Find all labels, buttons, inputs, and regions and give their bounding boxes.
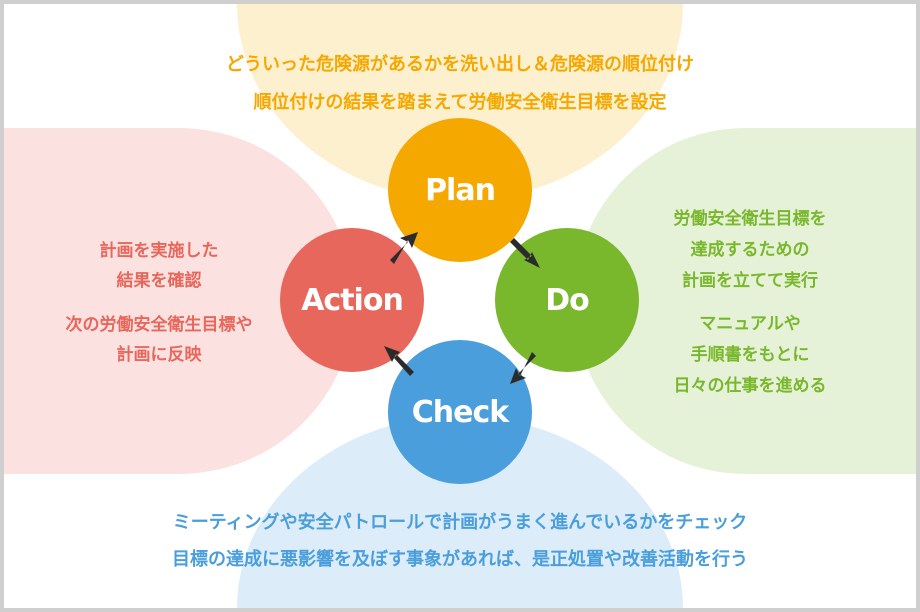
action-line: 次の労働安全衛生目標や	[65, 315, 253, 335]
arrow-plan-to-do-icon	[510, 238, 540, 268]
check-circle: Check	[388, 340, 532, 484]
arrow-check-to-action-icon	[384, 346, 414, 376]
action-description: 計画を実施した 結果を確認 次の労働安全衛生目標や 計画に反映	[44, 236, 274, 370]
do-line: 計画を立てて実行	[682, 271, 818, 291]
do-circle: Do	[495, 228, 639, 372]
plan-description: どういった危険源があるかを洗い出し＆危険源の順位付け 順位付けの結果を踏まえて労…	[4, 46, 916, 122]
plan-line: どういった危険源があるかを洗い出し＆危険源の順位付け	[226, 54, 694, 75]
do-line: 手順書をもとに	[690, 345, 810, 365]
check-line: ミーティングや安全パトロールで計画がうまく進んでいるかをチェック	[172, 512, 748, 533]
do-line: 労働安全衛生目標を	[673, 209, 827, 229]
action-line: 計画を実施した	[99, 241, 219, 261]
do-description: 労働安全衛生目標を 達成するための 計画を立てて実行 マニュアルや 手順書をもと…	[640, 204, 860, 402]
plan-label: Plan	[425, 172, 496, 208]
do-line: 日々の仕事を進める	[673, 376, 827, 396]
do-line: マニュアルや	[699, 314, 801, 334]
plan-line: 順位付けの結果を踏まえて労働安全衛生目標を設定	[253, 92, 667, 113]
check-label: Check	[411, 394, 509, 430]
check-line: 目標の達成に悪影響を及ぼす事象があれば、是正処置や改善活動を行う	[172, 549, 748, 570]
do-label: Do	[545, 282, 590, 318]
do-line: 達成するための	[690, 240, 810, 260]
check-description: ミーティングや安全パトロールで計画がうまく進んでいるかをチェック 目標の達成に悪…	[4, 504, 916, 578]
action-line: 計画に反映	[116, 345, 202, 365]
arrow-action-to-plan-icon	[390, 232, 418, 264]
arrow-do-to-check-icon	[510, 352, 536, 384]
action-label: Action	[301, 282, 404, 318]
action-line: 結果を確認	[116, 271, 202, 291]
